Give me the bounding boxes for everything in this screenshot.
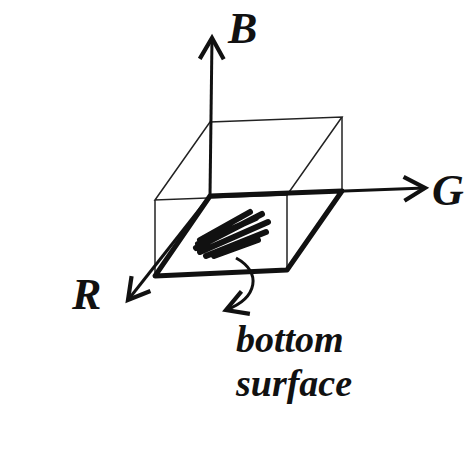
cube-top-face bbox=[155, 117, 342, 200]
shading bbox=[196, 212, 268, 256]
bottom-face bbox=[155, 191, 342, 276]
g-axis bbox=[210, 188, 425, 196]
cube-edge bbox=[341, 117, 343, 191]
callout-label: bottom surface bbox=[236, 318, 386, 405]
leader-arrow bbox=[226, 258, 253, 310]
cube-edge bbox=[286, 195, 288, 270]
b-axis bbox=[210, 38, 212, 196]
axis-label: G bbox=[432, 166, 472, 217]
axis-label: R bbox=[72, 270, 122, 321]
axis-label: B bbox=[228, 4, 278, 55]
r-axis bbox=[128, 196, 210, 300]
